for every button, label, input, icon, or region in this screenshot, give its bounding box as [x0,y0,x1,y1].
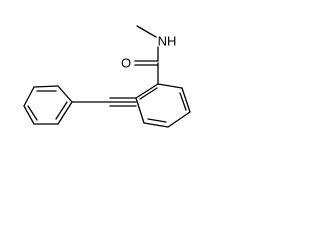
ring1-inner-2 [27,105,38,121]
ring1-inner-3 [55,101,68,120]
ring2-bond-3 [167,111,191,128]
ring2-bond-1 [157,83,183,89]
nitrogen-label: NH [158,34,177,49]
ring1-bond-2 [33,85,59,88]
ring2-bond-5 [135,97,145,124]
ring1-bond-4 [23,105,35,125]
ring2-bond-2 [181,87,191,113]
ring1-bond-3 [23,86,35,107]
ring2-inner-2 [147,118,167,123]
ring1-bond-6 [57,101,73,125]
molecule-diagram: O NH [23,25,191,128]
ring2-inner-1 [179,92,187,111]
ring1-bond-1 [57,85,73,103]
oxygen-label: O [121,56,131,71]
ring2-bond-4 [143,122,169,128]
ring2-inner-3 [139,87,158,100]
bond-methyl-n [136,25,157,38]
ring2-bond-6 [135,83,159,99]
